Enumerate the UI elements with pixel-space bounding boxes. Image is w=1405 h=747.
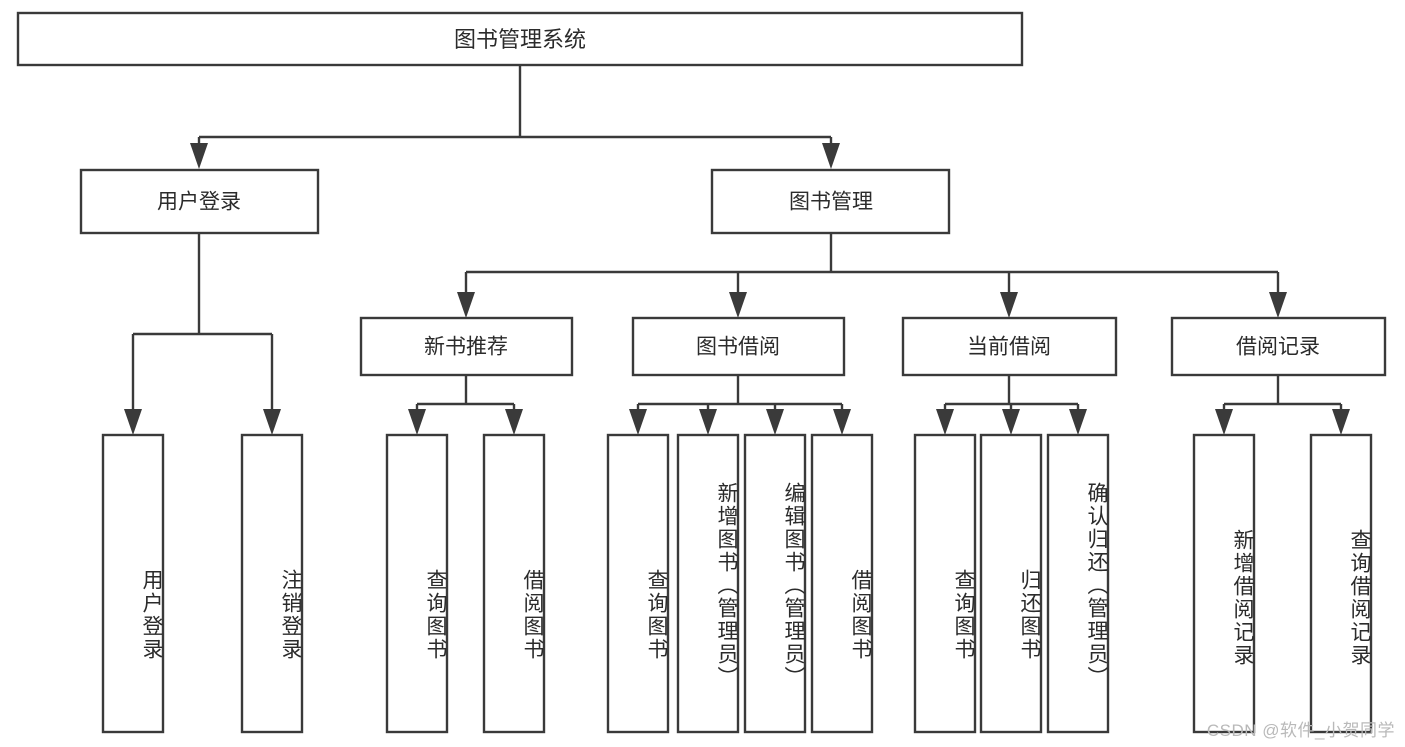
leaf-box-query-book-2[interactable] xyxy=(606,433,670,734)
arrow-book-borrow-leaf-2 xyxy=(699,409,717,435)
connector-group-book-manage-to-level3 xyxy=(464,233,1280,292)
watermark-text: CSDN @软件_小贺同学 xyxy=(1206,721,1395,740)
node-book-manage-label: 图书管理 xyxy=(789,191,873,214)
leaf-box-confirm-return[interactable] xyxy=(1046,433,1110,734)
arrow-root-to-book-manage xyxy=(822,143,840,169)
arrow-book-borrow-leaf-4 xyxy=(833,409,851,435)
leaf-box-add-book[interactable] xyxy=(676,433,740,734)
node-borrow-record-label: 借阅记录 xyxy=(1236,336,1320,359)
arrow-to-new-book-recommend xyxy=(457,292,475,318)
node-book-borrow[interactable]: 图书借阅 xyxy=(631,316,846,377)
node-borrow-record[interactable]: 借阅记录 xyxy=(1170,316,1387,377)
arrow-borrow-record-leaf-2 xyxy=(1332,409,1350,435)
connector-group-new-book-recommend-to-leaves xyxy=(415,375,516,409)
leaf-box-query-book-1[interactable] xyxy=(385,433,449,734)
node-book-borrow-label: 图书借阅 xyxy=(696,336,780,359)
node-new-book-recommend[interactable]: 新书推荐 xyxy=(359,316,574,377)
leaf-box-user-login[interactable] xyxy=(101,433,165,734)
leaf-box-edit-book[interactable] xyxy=(743,433,807,734)
leaf-box-borrow-book-1[interactable] xyxy=(482,433,546,734)
arrow-user-login-leaf-2 xyxy=(263,409,281,435)
leaf-box-query-record[interactable] xyxy=(1309,433,1373,734)
node-user-login-label: 用户登录 xyxy=(157,191,241,214)
leaf-box-return-book[interactable] xyxy=(979,433,1043,734)
connector-group-root-to-level2 xyxy=(197,65,833,143)
leaf-box-logout-login[interactable] xyxy=(240,433,304,734)
arrow-to-borrow-record xyxy=(1269,292,1287,318)
arrow-current-borrow-leaf-3 xyxy=(1069,409,1087,435)
arrow-current-borrow-leaf-2 xyxy=(1002,409,1020,435)
leaf-box-query-book-3[interactable] xyxy=(913,433,977,734)
node-root-label: 图书管理系统 xyxy=(454,27,586,52)
arrow-borrow-record-leaf-1 xyxy=(1215,409,1233,435)
arrow-book-borrow-leaf-3 xyxy=(766,409,784,435)
connector-group-current-borrow-to-leaves xyxy=(943,375,1080,409)
arrow-new-book-leaf-1 xyxy=(408,409,426,435)
connector-group-user-login-to-leaves xyxy=(131,233,274,409)
arrow-root-to-user-login xyxy=(190,143,208,169)
arrow-to-current-borrow xyxy=(1000,292,1018,318)
arrow-new-book-leaf-2 xyxy=(505,409,523,435)
connector-group-borrow-record-to-leaves xyxy=(1222,375,1343,409)
node-user-login[interactable]: 用户登录 xyxy=(79,168,320,235)
node-root[interactable]: 图书管理系统 xyxy=(16,11,1024,67)
node-new-book-recommend-label: 新书推荐 xyxy=(424,336,508,359)
leaf-box-add-record[interactable] xyxy=(1192,433,1256,734)
arrow-current-borrow-leaf-1 xyxy=(936,409,954,435)
arrow-user-login-leaf-1 xyxy=(124,409,142,435)
node-book-manage[interactable]: 图书管理 xyxy=(710,168,951,235)
node-current-borrow[interactable]: 当前借阅 xyxy=(901,316,1118,377)
connector-group-book-borrow-to-leaves xyxy=(636,375,844,409)
arrow-book-borrow-leaf-1 xyxy=(629,409,647,435)
node-current-borrow-label: 当前借阅 xyxy=(967,336,1051,359)
arrow-to-book-borrow xyxy=(729,292,747,318)
leaf-box-borrow-book-2[interactable] xyxy=(810,433,874,734)
